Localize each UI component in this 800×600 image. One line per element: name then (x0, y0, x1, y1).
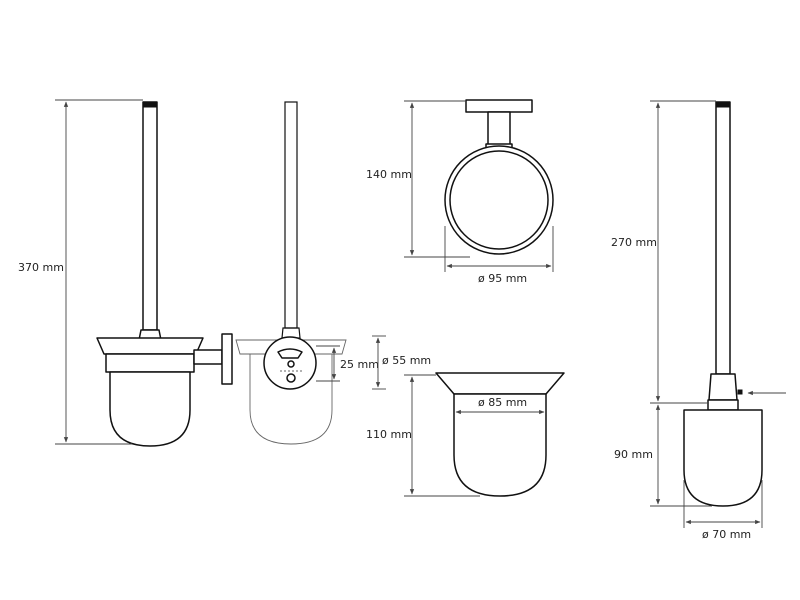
bowl-view: 110 mm ø 85 mm (366, 372, 565, 497)
bowl-diameter-label: ø 85 mm (478, 396, 527, 409)
ring-wall-plate (465, 99, 533, 113)
brush-view-ferrule (708, 373, 738, 401)
side-glass-bowl (249, 353, 333, 445)
ring-inner (449, 150, 549, 250)
ring-height-label: 140 mm (366, 168, 412, 181)
side-brush-handle (284, 101, 298, 329)
brush-handle-cap (142, 101, 158, 108)
wall-mount (221, 333, 233, 385)
brush-head-height-label: 90 mm (614, 448, 653, 461)
side-view-holder: 25 mm ø 55 mm (235, 101, 431, 445)
side-cup-rim (235, 339, 347, 355)
total-height-label: 370 mm (18, 261, 64, 274)
brush-diameter-label: ø 70 mm (702, 528, 751, 541)
side-brush-collar (281, 327, 301, 339)
mount-bracket (277, 348, 303, 359)
brush-view-handle (715, 101, 731, 375)
glass-bowl (109, 371, 191, 447)
brush-view-head (683, 409, 763, 507)
bowl-height-label: 110 mm (366, 428, 412, 441)
brush-handle (142, 101, 158, 331)
holder-cup-rim (96, 337, 204, 355)
brush-view: 270 mm 90 mm ø 70 mm (611, 100, 786, 541)
cup-depth-label: 25 mm (340, 358, 379, 371)
ring-diameter-label: ø 95 mm (478, 272, 527, 285)
ring-holder-view: 140 mm ø 95 mm (366, 99, 554, 285)
mount-screw-lower (286, 373, 296, 383)
mount-screw-upper (287, 360, 295, 368)
brush-view-detail (737, 389, 743, 395)
wall-arm (193, 349, 223, 365)
brush-handle-length-label: 270 mm (611, 236, 657, 249)
brush-view-neck (707, 399, 739, 411)
brush-view-handle-cap (715, 101, 731, 108)
holder-cup-band (105, 353, 195, 373)
cup-diameter-label: ø 55 mm (382, 354, 431, 367)
front-view-holder: 370 mm (18, 99, 233, 447)
bowl-body (453, 393, 547, 497)
ring-stem (487, 111, 511, 149)
bowl-rim (435, 372, 565, 395)
